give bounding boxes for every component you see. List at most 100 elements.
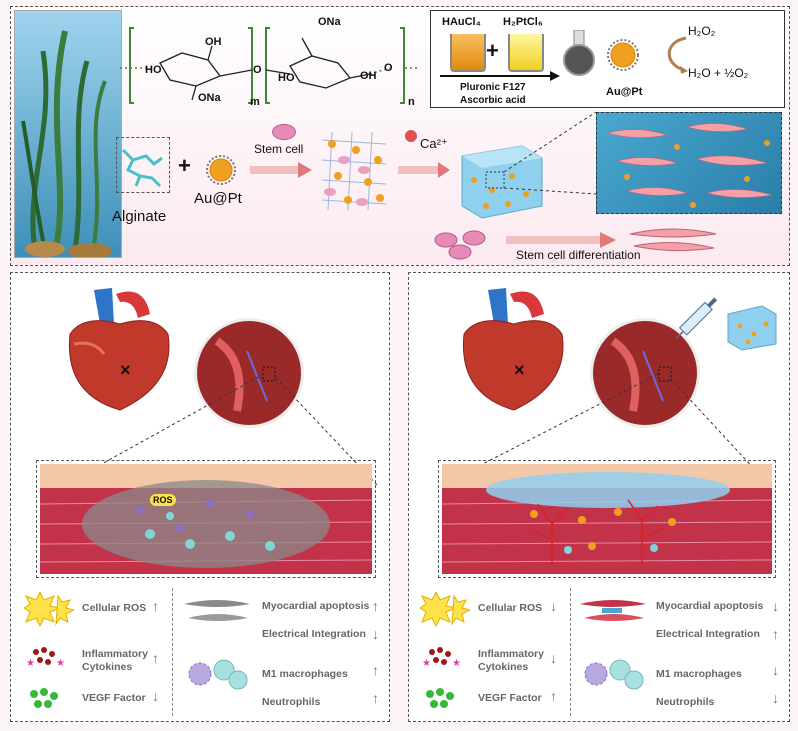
arrow-down-icon: ↓ (550, 598, 557, 614)
beaker-gold (450, 34, 486, 72)
left-legend-label-4: Electrical Integration (262, 628, 366, 640)
synthesis-arrow (440, 71, 560, 81)
stem-cell-label: Stem cell (254, 142, 304, 156)
ros-tag-left: ROS (150, 494, 176, 506)
h2o-o2-label: H₂O + ½O₂ (688, 66, 749, 80)
svg-text:★: ★ (452, 658, 461, 669)
macrophage-icon-right (582, 656, 648, 692)
ros-burst-icon-left (23, 590, 76, 628)
right-legend-label-3: Myocardial apoptosis (656, 600, 764, 612)
left-legend-label-2: VEGF Factor (82, 692, 146, 704)
arrow-up-icon: ↑ (372, 662, 379, 678)
aupt-nanoparticle (205, 154, 237, 186)
gel-cube-icon (722, 300, 780, 352)
condition-ascorbic: Ascorbic acid (460, 95, 526, 106)
left-legend-label-1: Inflammatory Cytokines (82, 648, 148, 673)
differentiation-label: Stem cell differentiation (516, 248, 641, 262)
heart-section-right (590, 318, 700, 428)
differentiation-arrow (506, 232, 616, 248)
oh-label-1: OH (205, 36, 222, 48)
m-subscript: m (250, 96, 260, 108)
arrow-down-icon: ↓ (772, 662, 779, 678)
left-legend-label-3: Myocardial apoptosis (262, 600, 370, 612)
beaker-yellow (508, 34, 544, 72)
o-label-2: O (384, 62, 393, 74)
right-tissue-box (438, 460, 776, 578)
synthesis-box (430, 10, 785, 108)
right-legend-label-2: VEGF Factor (478, 692, 542, 704)
svg-text:★: ★ (56, 658, 65, 669)
muscle-cells-icon (628, 224, 718, 258)
right-legend-label-5: M1 macrophages (656, 668, 742, 680)
left-legend-label-0: Cellular ROS (82, 602, 147, 614)
alginate-chain-icon (121, 148, 163, 188)
ona-label-1: ONa (198, 92, 221, 104)
vegf-icon-left (26, 686, 62, 710)
arrow-up-icon: ↑ (550, 688, 557, 704)
apoptosis-cells-icon-left (182, 596, 252, 626)
vegf-icon-right (422, 686, 458, 710)
arrow-down-icon: ↓ (772, 690, 779, 706)
stem-cells-icon (432, 230, 502, 260)
zoom-lines (503, 111, 597, 195)
svg-text:★: ★ (26, 658, 35, 669)
aupt-nanoparticle-top (606, 38, 640, 72)
heart-left: × (54, 284, 184, 414)
arrow-up-icon: ↑ (152, 650, 159, 666)
arrow-up-icon: ↑ (372, 690, 379, 706)
gel-microscopy-image (596, 112, 782, 214)
cardiomyocytes-icon-right (578, 596, 648, 626)
right-legend-label-4: Electrical Integration (656, 628, 760, 640)
alginate-label: Alginate (112, 208, 167, 225)
right-legend-label-6: Neutrophils (656, 696, 715, 708)
aupt-label: Au@Pt (194, 190, 242, 207)
condition-pluronic: Pluronic F127 (460, 82, 526, 93)
left-legend-label-6: Neutrophils (262, 696, 321, 708)
o-label-1: O (253, 64, 262, 76)
synthesis-plus: + (486, 38, 499, 63)
ona-label-2: ONa (318, 16, 341, 28)
left-legend-divider (172, 588, 173, 716)
n-subscript: n (408, 96, 415, 108)
heart-section-left (194, 318, 304, 428)
left-tissue-box (36, 460, 376, 578)
arrow-to-network (250, 162, 312, 178)
left-tissue (40, 464, 372, 574)
oh-label-2: OH (360, 70, 377, 82)
hydrogel-block (452, 136, 544, 222)
arrow-down-icon: ↓ (372, 626, 379, 642)
arrow-up-icon: ↑ (772, 626, 779, 642)
heart-right: × (448, 284, 578, 414)
reagent-haucl4: HAuCl₄ (442, 16, 481, 28)
seaweed-image (14, 10, 122, 258)
calcium-label: Ca²⁺ (420, 136, 448, 151)
reagent-h2ptcl6: H₂PtCl₆ (503, 16, 543, 28)
arrow-up-icon: ↑ (152, 598, 159, 614)
arrow-down-icon: ↓ (152, 688, 159, 704)
right-legend-label-0: Cellular ROS (478, 602, 543, 614)
plus-sign: + (178, 153, 191, 178)
seaweed-icon (21, 30, 112, 257)
calcium-ion (405, 130, 417, 142)
arrow-up-icon: ↑ (372, 598, 379, 614)
aupt-product-label: Au@Pt (606, 86, 643, 98)
macrophage-icon-left (186, 656, 252, 692)
ho-label-1: HO (145, 64, 162, 76)
cytokines-icon-left: ★★ (26, 646, 66, 670)
syringe-icon (668, 290, 728, 346)
cell-network (318, 130, 390, 212)
ros-burst-icon-right (419, 590, 472, 628)
right-legend-divider (570, 588, 571, 716)
stem-cell-icon (272, 124, 296, 140)
cytokines-icon-right: ★★ (422, 646, 462, 670)
svg-text:×: × (120, 360, 131, 380)
flask-icon (562, 29, 596, 76)
svg-text:×: × (514, 360, 525, 380)
right-legend-label-1: Inflammatory Cytokines (478, 648, 544, 673)
svg-text:★: ★ (422, 658, 431, 669)
right-tissue (442, 464, 772, 574)
arrow-down-icon: ↓ (550, 650, 557, 666)
h2o2-label: H₂O₂ (688, 24, 716, 38)
arrow-to-gel (398, 162, 450, 178)
left-legend-label-5: M1 macrophages (262, 668, 348, 680)
